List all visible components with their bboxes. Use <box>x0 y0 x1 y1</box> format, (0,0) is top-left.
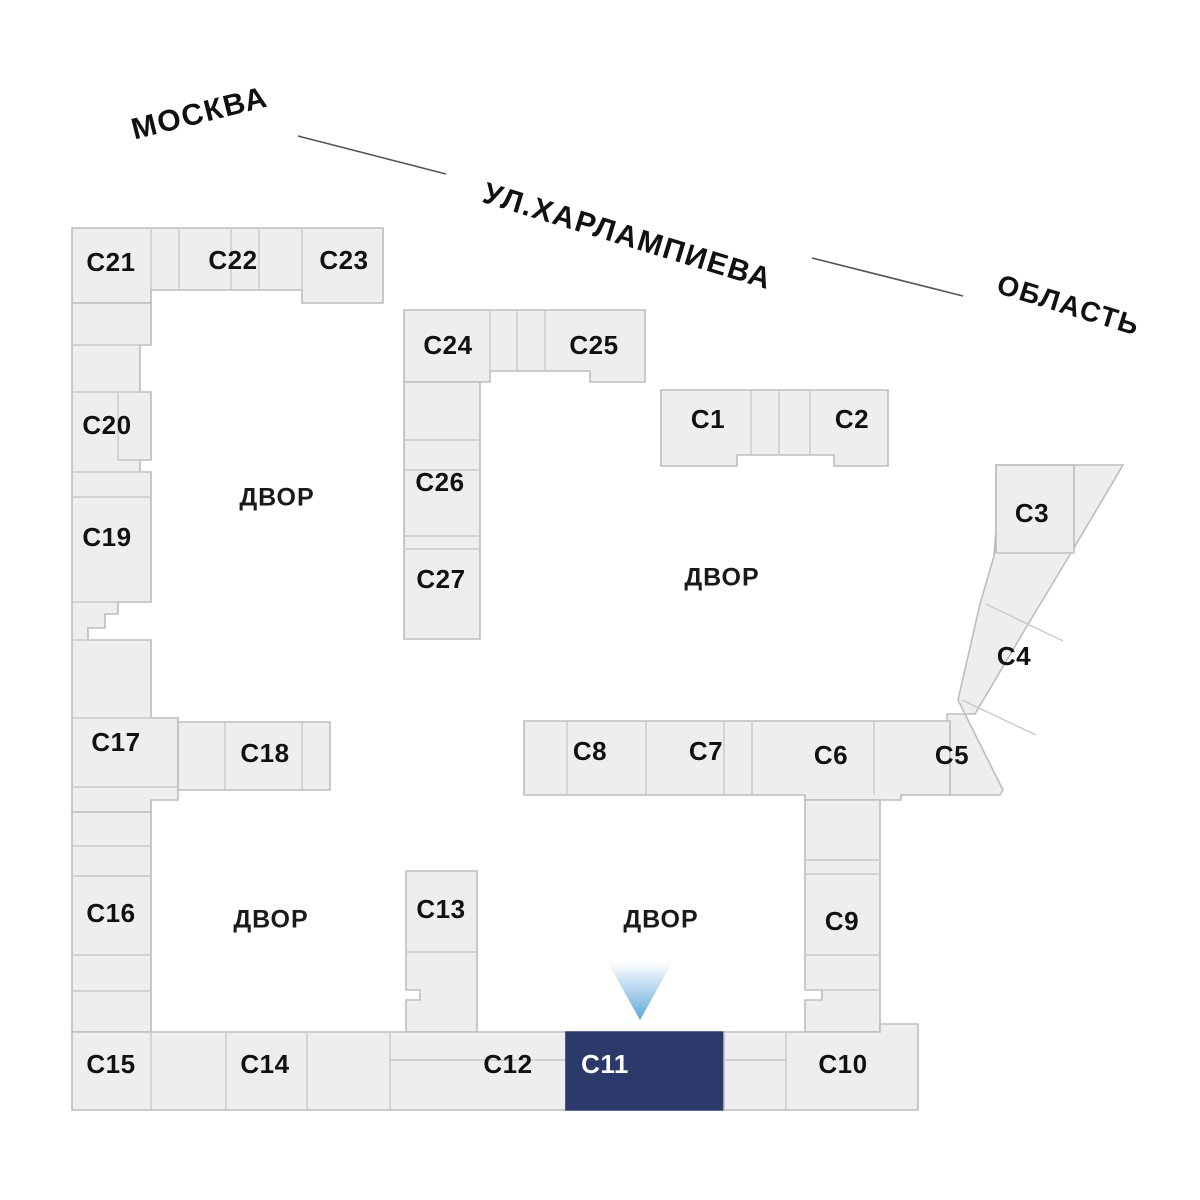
unit-label-C13: C13 <box>416 894 465 924</box>
block-south-west <box>71 811 152 1033</box>
dividers-bottom-right <box>724 1032 787 1110</box>
unit-shape-bottom-right <box>723 1023 919 1111</box>
unit-label-C3: C3 <box>1015 498 1049 528</box>
unit-label-C22: C22 <box>208 245 257 275</box>
unit-label-C26: C26 <box>415 467 464 497</box>
unit-label-C2: C2 <box>835 404 869 434</box>
unit-label-C18: C18 <box>240 738 289 768</box>
yard-label-north-east: ДВОР <box>684 564 759 592</box>
yard-label-south-west: ДВОР <box>233 906 308 934</box>
block-east-slanted <box>884 464 1125 796</box>
block-bottom-band <box>71 1023 919 1111</box>
unit-label-C20: C20 <box>82 410 131 440</box>
unit-label-C14: C14 <box>240 1049 289 1079</box>
block-middle-band <box>523 720 951 801</box>
unit-labels[interactable]: C1 C2 C3 C4 C5 C6 C7 C8 C9 C10 C11 C12 C… <box>82 245 1049 1079</box>
street-line-oblast <box>811 257 964 297</box>
unit-shape-C26-C27 <box>403 381 481 640</box>
dividers-C24-C25 <box>489 310 546 371</box>
unit-label-C4: C4 <box>997 641 1031 671</box>
unit-label-C11: C11 <box>581 1049 629 1079</box>
unit-shape-C1-C2 <box>660 389 889 467</box>
unit-shape-C8-C7-C6 <box>523 720 951 801</box>
yard-label-north-west: ДВОР <box>239 484 314 512</box>
dividers-C9 <box>805 859 880 991</box>
unit-label-C17: C17 <box>91 727 140 757</box>
unit-label-C8: C8 <box>573 736 607 766</box>
yard-labels: ДВОР ДВОР ДВОР ДВОР <box>233 484 759 934</box>
street-labels: МОСКВА УЛ.ХАРЛАМПИЕВА ОБЛАСТЬ <box>128 81 1144 342</box>
street-guide-lines <box>297 135 964 297</box>
unit-label-C10: C10 <box>818 1049 867 1079</box>
street-label-oblast: ОБЛАСТЬ <box>993 269 1143 342</box>
unit-label-C21: C21 <box>86 247 135 277</box>
unit-label-C6: C6 <box>814 740 848 770</box>
dividers-middle-band <box>566 721 875 795</box>
dividers-C1-C2 <box>750 390 811 455</box>
block-C9-wing <box>804 799 881 1033</box>
unit-label-C25: C25 <box>569 330 618 360</box>
street-label-moskva: МОСКВА <box>128 81 271 147</box>
dividers-C16 <box>72 845 151 992</box>
dividers-bottom-left <box>150 1032 566 1110</box>
block-north-west <box>71 227 384 813</box>
street-line-moskva <box>297 135 447 175</box>
dividers-C26-C27 <box>404 439 480 550</box>
selected-location-marker[interactable] <box>608 963 672 1020</box>
unit-label-C23: C23 <box>319 245 368 275</box>
dividers-west-wing <box>72 344 178 788</box>
unit-shape-C18 <box>177 721 331 791</box>
unit-label-C24: C24 <box>423 330 472 360</box>
block-C13-wing <box>405 870 478 1033</box>
block-central-north <box>403 309 646 640</box>
unit-label-C5: C5 <box>935 740 969 770</box>
unit-label-C27: C27 <box>416 564 465 594</box>
dividers-north-row <box>150 228 303 290</box>
dividers-C18 <box>224 722 303 790</box>
unit-label-C1: C1 <box>691 404 725 434</box>
unit-label-C7: C7 <box>689 736 723 766</box>
unit-label-C19: C19 <box>82 522 131 552</box>
block-C1-C2 <box>660 389 889 467</box>
unit-label-C15: C15 <box>86 1049 135 1079</box>
street-label-kharlampieva: УЛ.ХАРЛАМПИЕВА <box>479 177 776 296</box>
unit-label-C16: C16 <box>86 898 135 928</box>
unit-label-C12: C12 <box>483 1049 532 1079</box>
unit-label-C9: C9 <box>825 906 859 936</box>
yard-label-south-east: ДВОР <box>623 906 698 934</box>
